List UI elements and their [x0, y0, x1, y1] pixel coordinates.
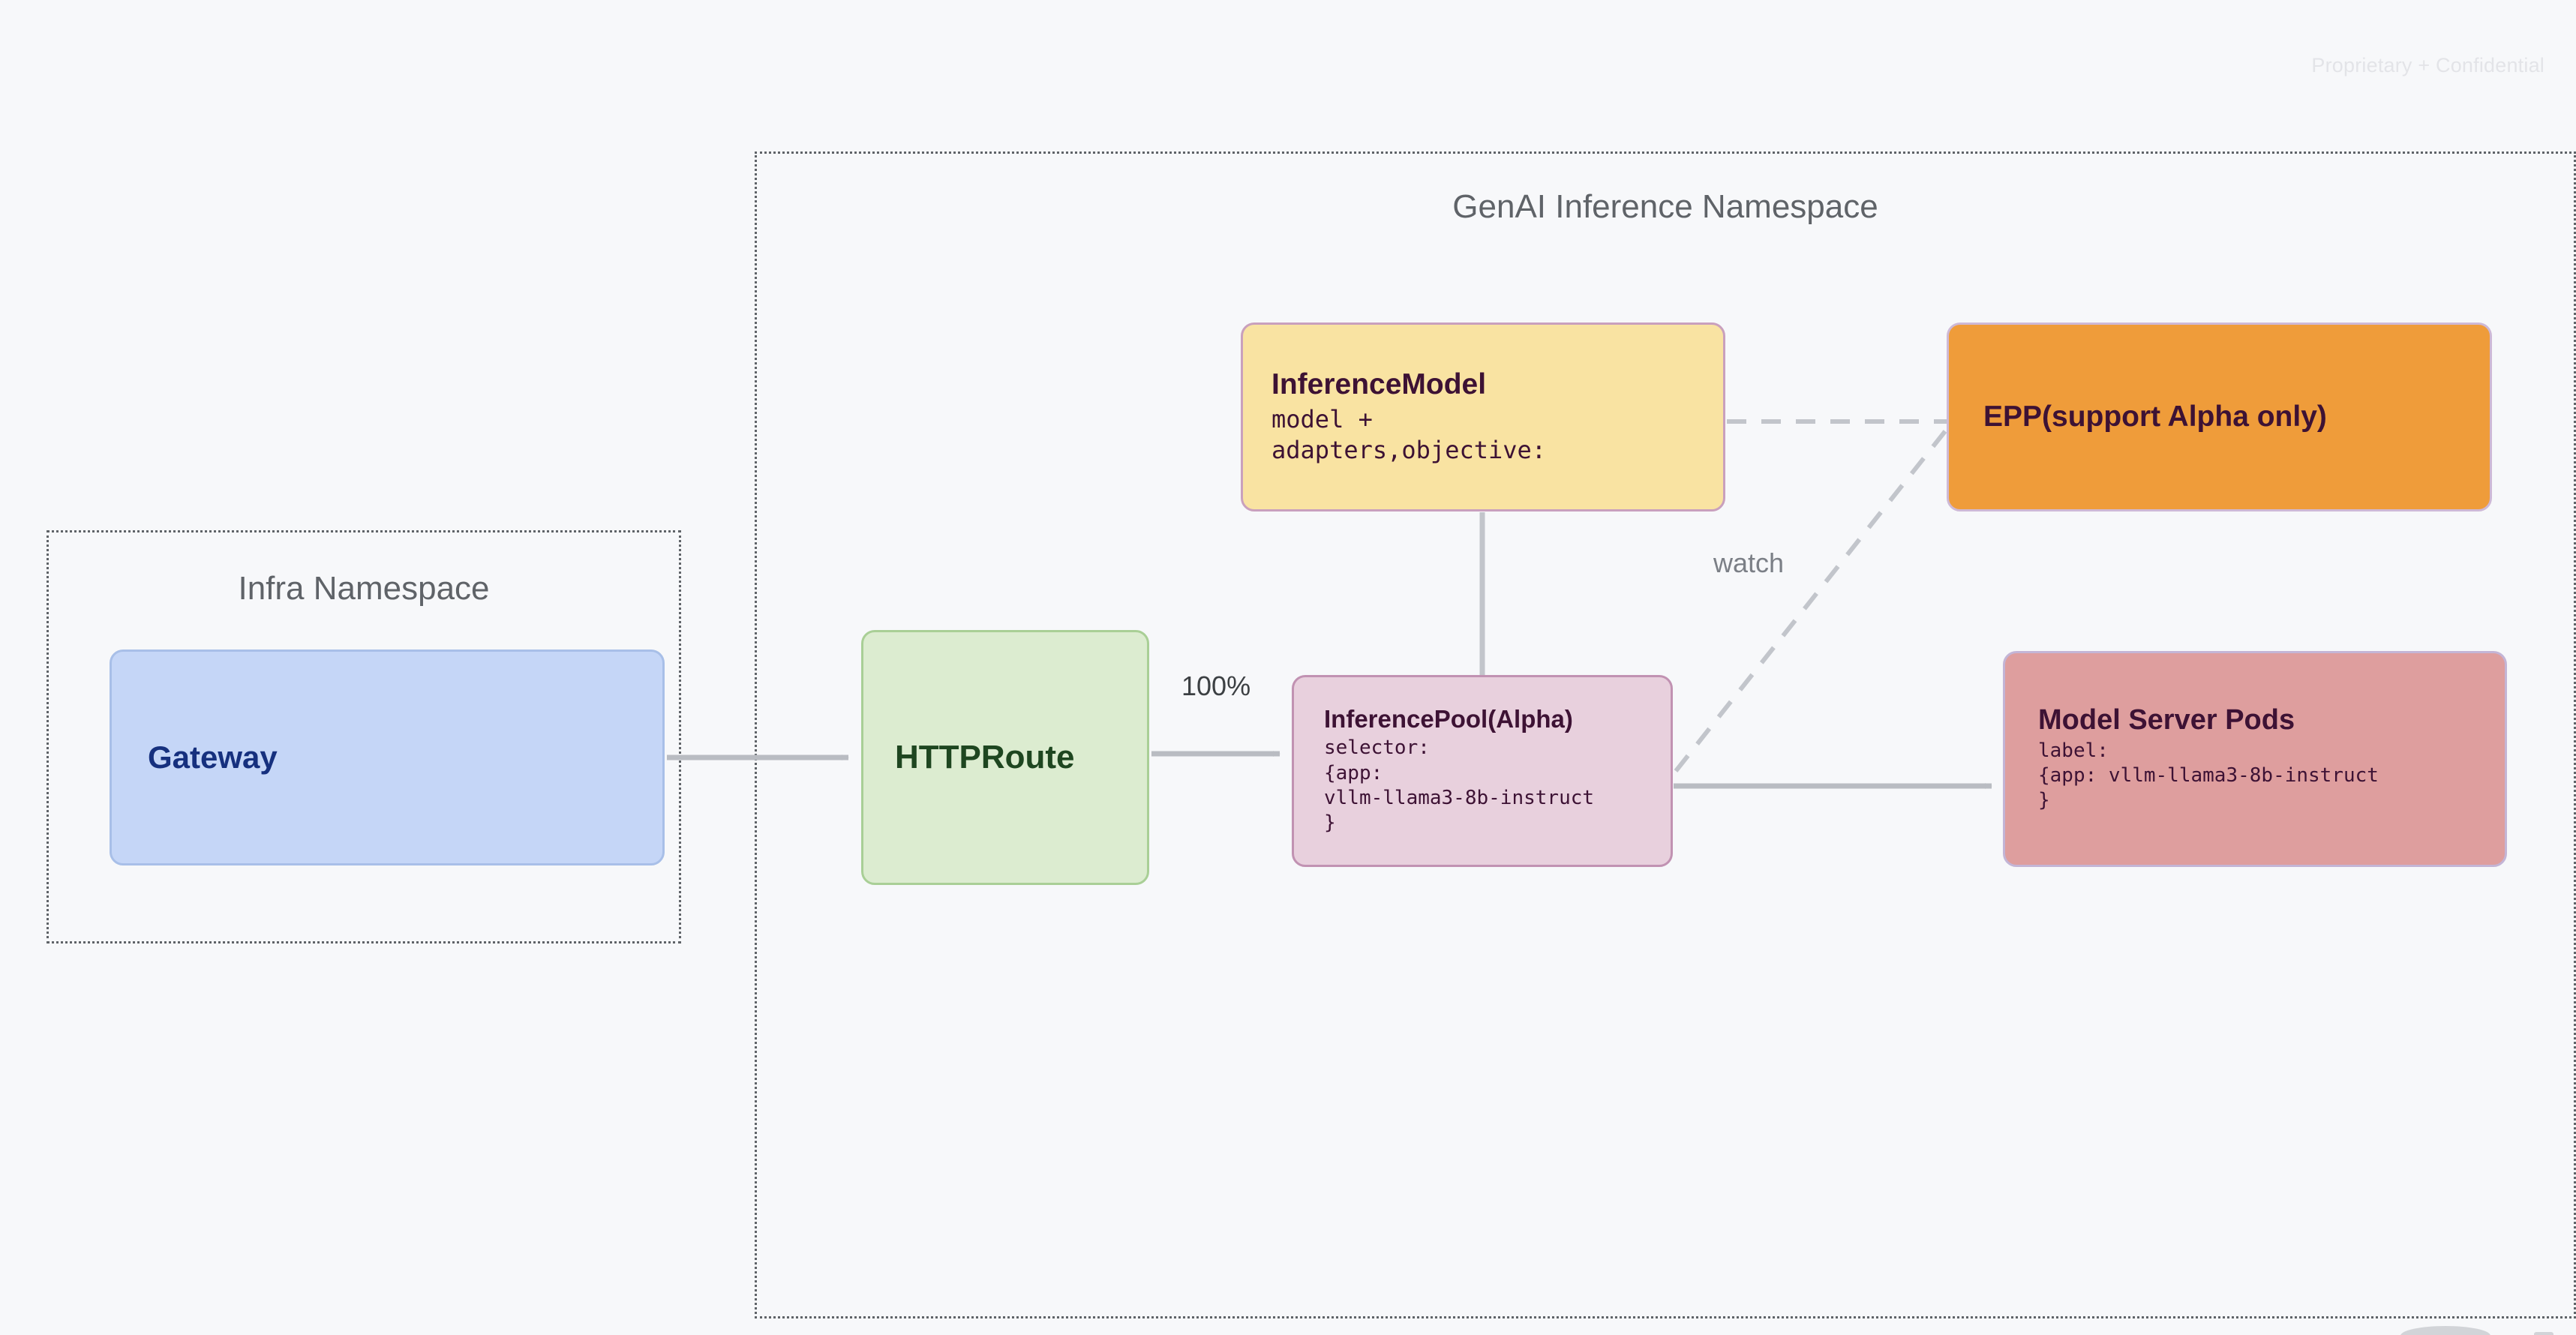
infra-namespace-title: Infra Namespace	[238, 570, 490, 607]
inferencemodel-title: InferenceModel	[1271, 368, 1487, 401]
infra-namespace-container: Infra Namespace	[47, 530, 681, 944]
gateway-title: Gateway	[148, 740, 278, 776]
epp-title: EPP(support Alpha only)	[1983, 400, 2327, 434]
node-modelserverpods[interactable]: Model Server Pods label: {app: vllm-llam…	[2003, 651, 2507, 867]
node-httproute[interactable]: HTTPRoute	[861, 630, 1149, 885]
edge-label-100-percent: 100%	[1181, 670, 1251, 701]
watermark-text: Proprietary + Confidential	[2311, 54, 2544, 76]
inferencepool-title: InferencePool(Alpha)	[1324, 705, 1573, 734]
node-gateway[interactable]: Gateway	[110, 650, 665, 866]
inferencemodel-body: model + adapters,objective:	[1271, 404, 1547, 464]
node-inferencemodel[interactable]: InferenceModel model + adapters,objectiv…	[1241, 322, 1725, 512]
node-inferencepool[interactable]: InferencePool(Alpha) selector: {app: vll…	[1292, 675, 1673, 867]
modelserverpods-body: label: {app: vllm-llama3-8b-instruct }	[2038, 739, 2379, 812]
clipped-bottom-artifact-secondary	[2534, 1332, 2553, 1335]
clipped-bottom-artifact	[2400, 1326, 2490, 1335]
genai-namespace-title: GenAI Inference Namespace	[1452, 188, 1878, 225]
inferencepool-body: selector: {app: vllm-llama3-8b-instruct …	[1324, 736, 1595, 835]
node-epp[interactable]: EPP(support Alpha only)	[1947, 322, 2492, 512]
httproute-title: HTTPRoute	[895, 739, 1075, 776]
genai-namespace-container: GenAI Inference Namespace	[755, 152, 2576, 1318]
edge-label-watch: watch	[1713, 548, 1785, 578]
modelserverpods-title: Model Server Pods	[2038, 704, 2295, 736]
